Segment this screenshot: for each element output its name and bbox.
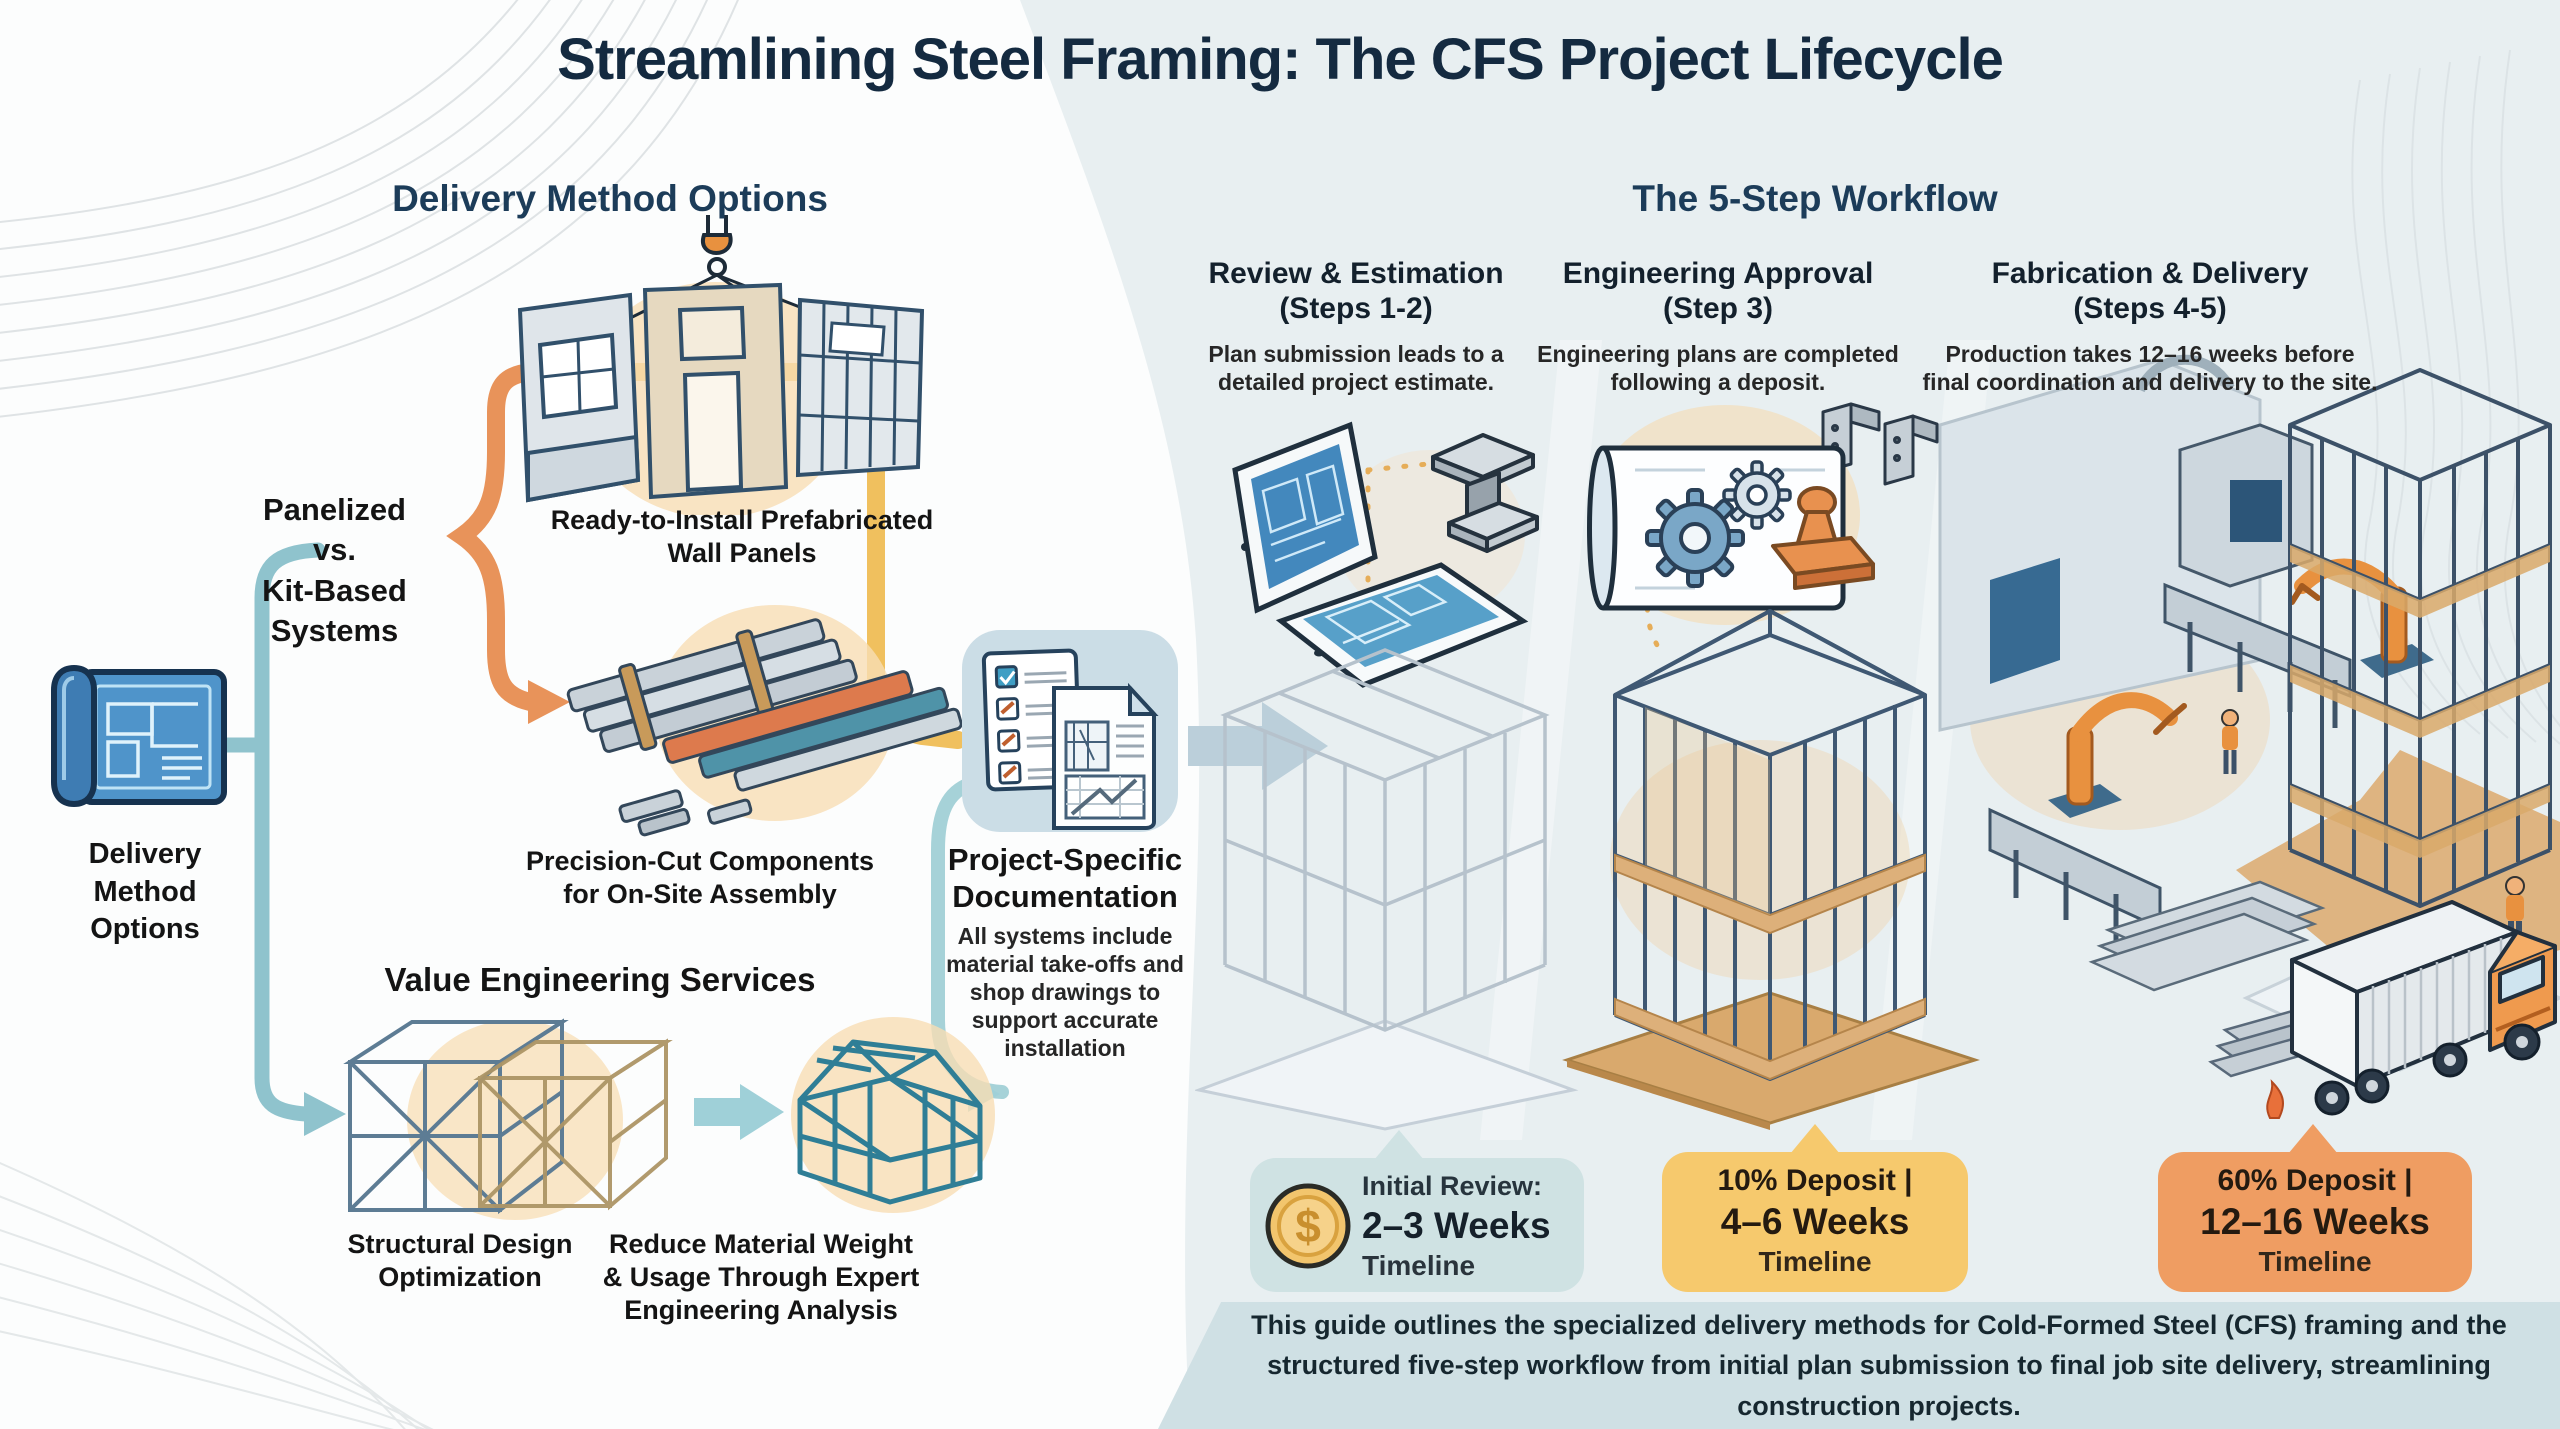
wave-decoration-bottom-left bbox=[0, 1161, 434, 1429]
footer-banner: This guide outlines the specialized deli… bbox=[1158, 1302, 2560, 1429]
badge-pointer bbox=[2288, 1124, 2338, 1154]
page-title: Streamlining Steel Framing: The CFS Proj… bbox=[557, 27, 2004, 92]
flame-icon bbox=[2266, 1079, 2285, 1119]
badge-line3: Timeline bbox=[1758, 1245, 1872, 1277]
column-description-engineering: Engineering plans are completed followin… bbox=[1537, 341, 1899, 396]
dollar-glyph: $ bbox=[1295, 1200, 1321, 1252]
split-label: Panelized vs. Kit-Based Systems bbox=[232, 490, 437, 651]
panel-item-label: Ready-to-Install Prefabricated Wall Pane… bbox=[550, 505, 934, 568]
factory-illustration bbox=[1938, 354, 2560, 1119]
split-label-line: Kit-Based bbox=[262, 572, 407, 608]
gear-icon bbox=[1722, 460, 1792, 530]
value-engineering-header: Value Engineering Services bbox=[384, 961, 816, 998]
documentation-body: All systems include material take-offs a… bbox=[946, 923, 1184, 1062]
timeline-badge-initial-review: $ Initial Review: 2–3 Weeks Timeline bbox=[1250, 1158, 1584, 1292]
workflow-header: The 5-Step Workflow bbox=[1632, 178, 1998, 219]
stamp-icon bbox=[1771, 486, 1875, 590]
badge-line2: 4–6 Weeks bbox=[1720, 1200, 1910, 1242]
wave-decoration-top-left bbox=[0, 0, 739, 418]
column-description-review: Plan submission leads to a detailed proj… bbox=[1208, 341, 1504, 396]
left-section-header: Delivery Method Options bbox=[392, 178, 828, 219]
split-label-line: vs. bbox=[312, 532, 357, 568]
plan-gears-stamp-icon bbox=[1587, 402, 1939, 611]
frame-optimization-illustration bbox=[343, 1018, 673, 1220]
dollar-coin-icon: $ bbox=[1265, 1183, 1351, 1269]
column-title: Fabrication & Delivery bbox=[1991, 257, 2309, 290]
steel-components-illustration bbox=[566, 605, 963, 837]
truck-icon bbox=[2290, 900, 2557, 1088]
footer-text: This guide outlines the specialized deli… bbox=[1251, 1309, 2507, 1421]
ve-right-label: Reduce Material Weight & Usage Through E… bbox=[602, 1229, 920, 1325]
column-description-fabrication: Production takes 12–16 weeks before fina… bbox=[1922, 341, 2378, 396]
orange-arrowhead bbox=[528, 680, 570, 724]
blueprint-icon bbox=[51, 664, 227, 808]
column-header-review: Review & Estimation (Steps 1-2) bbox=[1176, 256, 1536, 327]
badge-line1: 60% Deposit | bbox=[2217, 1164, 2413, 1197]
teal-flow-arrow bbox=[694, 1084, 784, 1140]
i-beam-icon bbox=[1431, 433, 1539, 553]
timeline-badge-deposit-60: 60% Deposit | 12–16 Weeks Timeline bbox=[2158, 1152, 2472, 1292]
gable-frame-illustration bbox=[791, 1017, 995, 1213]
ve-left-label: Structural Design Optimization bbox=[347, 1229, 573, 1292]
tablets-blueprint-icon bbox=[1232, 421, 1539, 688]
badge-line2: 12–16 Weeks bbox=[2200, 1200, 2430, 1242]
teal-branch-connector bbox=[214, 542, 326, 1122]
components-item-label: Precision-Cut Components for On-Site Ass… bbox=[525, 846, 875, 909]
column-steps: (Step 3) bbox=[1662, 292, 1773, 326]
timeline-badge-deposit-10: 10% Deposit | 4–6 Weeks Timeline bbox=[1662, 1152, 1968, 1292]
badge-pointer bbox=[1790, 1124, 1840, 1154]
badge-line1: 10% Deposit | bbox=[1717, 1164, 1913, 1197]
column-steps: (Steps 4-5) bbox=[2073, 292, 2227, 326]
gear-icon bbox=[1645, 488, 1745, 588]
wall-panels-illustration bbox=[517, 215, 925, 515]
badge-line2: 2–3 Weeks bbox=[1362, 1204, 1551, 1246]
ghost-frame-illustration bbox=[1195, 648, 1579, 1131]
orange-brace-connector bbox=[446, 363, 541, 711]
column-header-engineering: Engineering Approval (Step 3) bbox=[1518, 256, 1918, 327]
column-divider-band bbox=[1480, 340, 1602, 1140]
split-label-line: Systems bbox=[270, 612, 399, 648]
badge-line3: Timeline bbox=[1362, 1250, 1476, 1282]
badge-pointer bbox=[1374, 1130, 1424, 1160]
column-steps: (Steps 1-2) bbox=[1279, 292, 1433, 326]
column-title: Engineering Approval bbox=[1562, 257, 1874, 290]
teal-arrowhead bbox=[304, 1092, 346, 1136]
documents-icon bbox=[981, 648, 1159, 830]
truck-wheels bbox=[2314, 1023, 2541, 1116]
robot-arm-icon bbox=[2048, 692, 2187, 818]
split-label-line: Panelized bbox=[263, 492, 406, 527]
badge-line1: Initial Review: bbox=[1362, 1171, 1543, 1201]
documentation-title: Project-Specific Documentation bbox=[947, 842, 1183, 914]
framed-house-illustration bbox=[1562, 609, 1980, 1130]
worker-figure bbox=[2221, 709, 2239, 774]
column-title: Review & Estimation bbox=[1208, 257, 1504, 290]
badge-line3: Timeline bbox=[2258, 1245, 2372, 1277]
source-label: Delivery Method Options bbox=[88, 838, 202, 946]
column-header-fabrication: Fabrication & Delivery (Steps 4-5) bbox=[1930, 256, 2370, 327]
